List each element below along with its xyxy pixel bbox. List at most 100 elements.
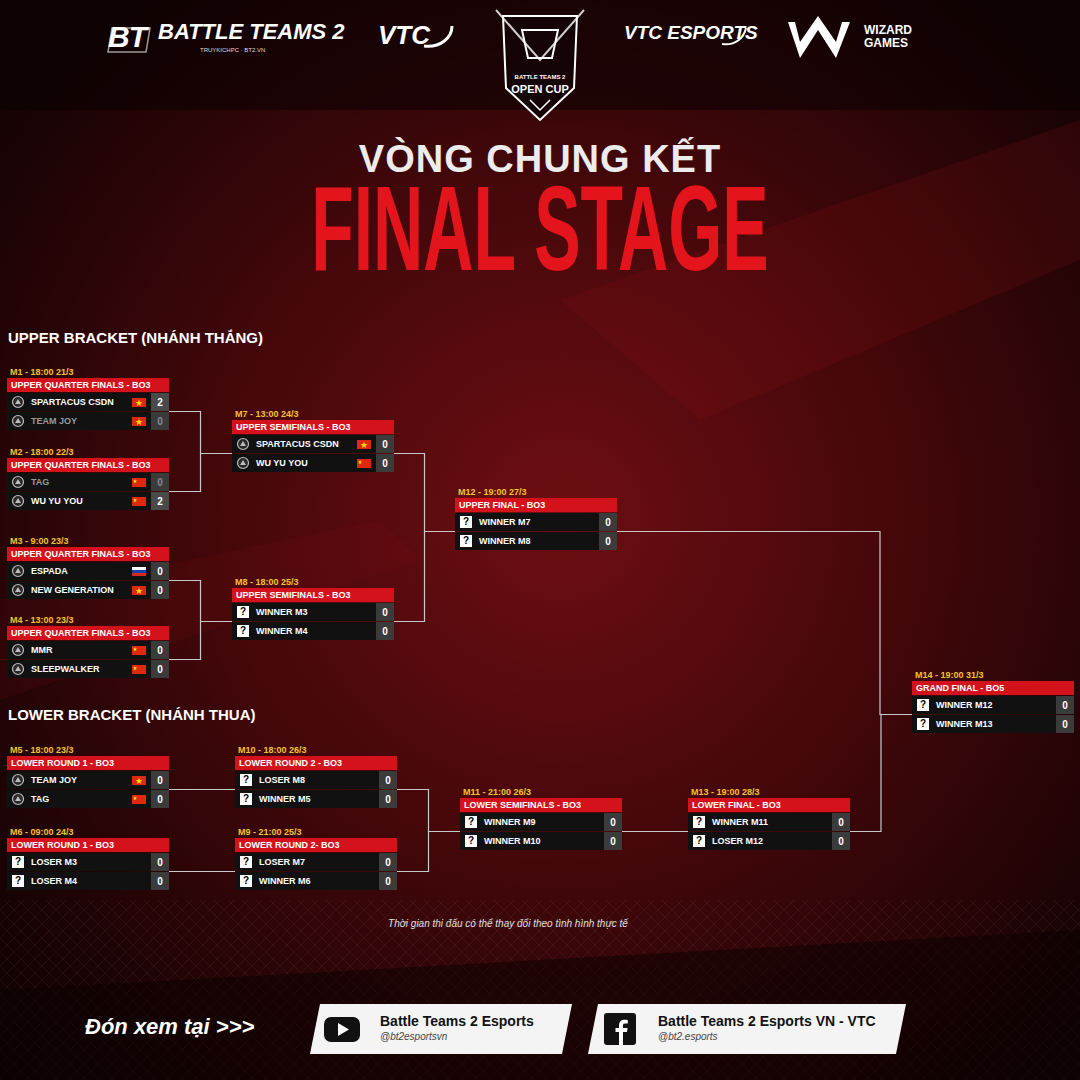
- match-time: M5 - 18:00 23/3: [7, 744, 169, 756]
- team-logo: [11, 792, 25, 806]
- bracket-connector: [169, 454, 232, 492]
- round-bar: UPPER QUARTER FINALS - BO3: [7, 378, 169, 392]
- unknown-team-icon: ?: [465, 835, 477, 847]
- team-logo: [11, 583, 25, 597]
- round-bar: UPPER QUARTER FINALS - BO3: [7, 626, 169, 640]
- flag-icon: [132, 776, 146, 785]
- team-row: ?WINNER M70: [455, 513, 617, 531]
- flag-icon: [132, 586, 146, 595]
- unknown-team-icon: ?: [460, 535, 472, 547]
- bracket-connector: [850, 715, 912, 832]
- score: 0: [151, 790, 169, 808]
- team-icon: ?: [238, 792, 254, 806]
- bracket-connector: [622, 831, 688, 832]
- match-time: M6 - 09:00 24/3: [7, 826, 169, 838]
- wizard-logo: [788, 16, 850, 58]
- team-row: ?LOSER M70: [235, 853, 397, 871]
- match-time: M10 - 18:00 26/3: [235, 744, 397, 756]
- team-name: SPARTACUS CSDN: [29, 397, 128, 407]
- match-box: M1 - 18:00 21/3UPPER QUARTER FINALS - BO…: [7, 366, 169, 430]
- match-time: M9 - 21:00 25/3: [235, 826, 397, 838]
- unknown-team-icon: ?: [12, 875, 24, 887]
- score: 0: [1056, 696, 1074, 714]
- score: 2: [151, 492, 169, 510]
- team-name: WINNER M4: [254, 626, 376, 636]
- match-box: M13 - 19:00 28/3LOWER FINAL - BO3?WINNER…: [688, 786, 850, 850]
- score: 2: [151, 393, 169, 411]
- unknown-team-icon: ?: [237, 625, 249, 637]
- score: 0: [376, 435, 394, 453]
- channel-handle: @bt2.esports: [658, 1030, 892, 1044]
- round-bar: LOWER SEMIFINALS - BO3: [460, 798, 622, 812]
- round-bar: LOWER ROUND 2 - BO3: [235, 756, 397, 770]
- unknown-team-icon: ?: [917, 718, 929, 730]
- flag-icon: [132, 665, 146, 674]
- score: 0: [379, 853, 397, 871]
- team-name: WINNER M11: [710, 817, 832, 827]
- facebook-icon: [602, 1013, 638, 1045]
- match-box: M8 - 18:00 25/3UPPER SEMIFINALS - BO3?WI…: [232, 576, 394, 640]
- match-time: M1 - 18:00 21/3: [7, 366, 169, 378]
- bracket-connector: [617, 532, 912, 715]
- team-row: ?WINNER M60: [235, 872, 397, 890]
- emblem-mark: [522, 30, 558, 58]
- team-name: LOSER M3: [29, 857, 151, 867]
- unknown-team-icon: ?: [237, 606, 249, 618]
- score: 0: [376, 603, 394, 621]
- score: 0: [599, 532, 617, 550]
- team-name: LOSER M7: [257, 857, 379, 867]
- score: 0: [604, 832, 622, 850]
- team-icon: [10, 564, 26, 578]
- light-streak: [0, 520, 420, 700]
- score: 0: [379, 771, 397, 789]
- match-time: M11 - 21:00 26/3: [460, 786, 622, 798]
- flag-icon: [132, 398, 146, 407]
- team-row: ? WINNER M30: [232, 603, 394, 621]
- subtitle: VÒNG CHUNG KẾT: [0, 138, 1080, 181]
- team-logo: [11, 643, 25, 657]
- channel-name: Battle Teams 2 Esports VN - VTC: [658, 1012, 892, 1030]
- team-name: LOSER M8: [257, 775, 379, 785]
- team-name: WINNER M3: [254, 607, 376, 617]
- team-icon: [235, 456, 251, 470]
- team-icon: ?: [915, 717, 931, 731]
- round-bar: UPPER QUARTER FINALS - BO3: [7, 547, 169, 561]
- score: 0: [599, 513, 617, 531]
- channel-panel: Battle Teams 2 Esports@bt2esportsvn: [310, 1004, 572, 1054]
- team-name: TAG: [29, 477, 128, 487]
- unknown-team-icon: ?: [693, 835, 705, 847]
- team-name: WINNER M13: [934, 719, 1056, 729]
- score: 0: [151, 872, 169, 890]
- bracket-connector: [394, 454, 455, 532]
- team-name: WINNER M7: [477, 517, 599, 527]
- team-name: TAG: [29, 794, 128, 804]
- team-icon: [10, 494, 26, 508]
- team-icon: ?: [235, 605, 251, 619]
- watch-prompt: Đón xem tại >>>: [85, 1014, 254, 1040]
- bracket-connector: [397, 832, 460, 872]
- match-box: M3 - 9:00 23/3UPPER QUARTER FINALS - BO3…: [7, 535, 169, 599]
- match-box: M9 - 21:00 25/3LOWER ROUND 2- BO3?LOSER …: [235, 826, 397, 890]
- emblem-guns: [496, 10, 584, 60]
- team-row: ?WINNER M50: [235, 790, 397, 808]
- bracket-connector: [169, 622, 232, 660]
- team-logo: [11, 475, 25, 489]
- match-time: M14 - 19:00 31/3: [912, 669, 1074, 681]
- flag-icon: [132, 497, 146, 506]
- team-icon: [10, 643, 26, 657]
- section-heading: UPPER BRACKET (NHÁNH THẮNG): [8, 329, 263, 346]
- team-row: ?WINNER M80: [455, 532, 617, 550]
- logo-text: WIZARD GAMES: [864, 24, 934, 50]
- unknown-team-icon: ?: [917, 699, 929, 711]
- team-icon: [10, 475, 26, 489]
- title: FINAL STAGE: [227, 168, 853, 288]
- channel-panel: Battle Teams 2 Esports VN - VTC@bt2.espo…: [588, 1004, 906, 1054]
- match-box: M6 - 09:00 24/3LOWER ROUND 1 - BO3?LOSER…: [7, 826, 169, 890]
- team-row: ?WINNER M130: [912, 715, 1074, 733]
- team-row: ?WINNER M120: [912, 696, 1074, 714]
- team-icon: [10, 662, 26, 676]
- unknown-team-icon: ?: [465, 816, 477, 828]
- match-time: M13 - 19:00 28/3: [688, 786, 850, 798]
- team-icon: ?: [235, 624, 251, 638]
